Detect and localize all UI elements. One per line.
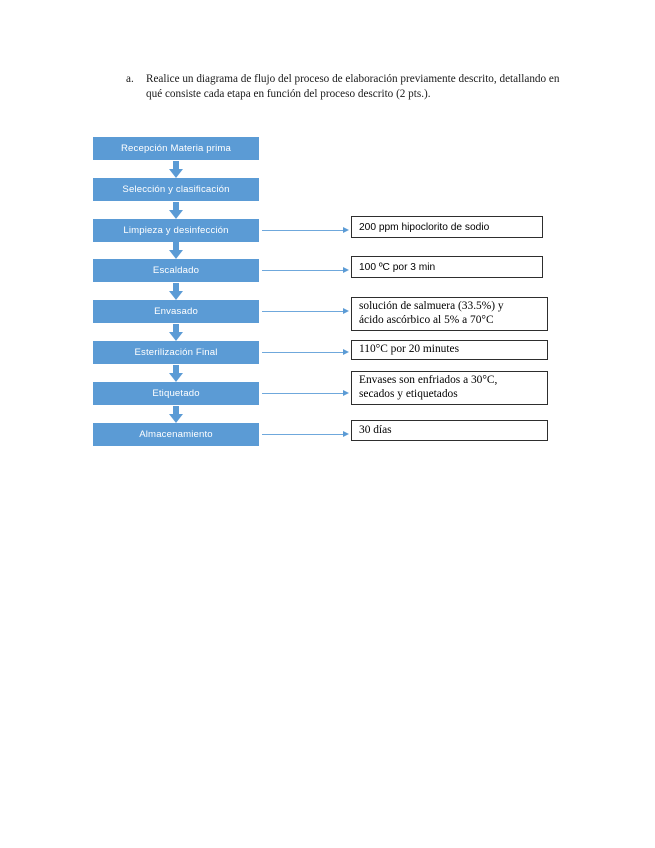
flow-node-label: Escaldado	[152, 265, 200, 276]
note-box-limpieza: 200 ppm hipoclorito de sodio	[351, 216, 543, 238]
connector-arrow-icon-escaldado	[262, 267, 349, 274]
arrow-down-icon	[169, 242, 183, 259]
arrow-down-icon	[169, 406, 183, 423]
note-line: solución de salmuera (33.5%) y	[359, 300, 504, 313]
flow-node-label: Esterilización Final	[134, 347, 218, 358]
flow-node-seleccion-y-clasificacion[interactable]: Selección y clasificación	[93, 178, 259, 201]
flow-node-label: Etiquetado	[152, 388, 200, 399]
arrow-down-icon	[169, 161, 183, 178]
flow-node-label: Selección y clasificación	[122, 184, 230, 195]
note-box-envasado: solución de salmuera (33.5%) y ácido asc…	[351, 297, 548, 331]
flow-node-etiquetado[interactable]: Etiquetado	[93, 382, 259, 405]
note-line: Envases son enfriados a 30°C,	[359, 374, 498, 387]
note-box-esterilizacion: 110°C por 20 minutes	[351, 340, 548, 360]
connector-arrow-icon-limpieza	[262, 227, 349, 234]
flow-node-label: Limpieza y desinfección	[123, 225, 229, 236]
arrow-down-icon	[169, 365, 183, 382]
note-line: 200 ppm hipoclorito de sodio	[359, 221, 490, 233]
arrow-down-icon	[169, 324, 183, 341]
note-line: 110°C por 20 minutes	[359, 343, 460, 356]
flow-node-label: Envasado	[154, 306, 198, 317]
note-line: ácido ascórbico al 5% a 70°C	[359, 314, 494, 326]
note-box-etiquetado: Envases son enfriados a 30°C, secados y …	[351, 371, 548, 405]
connector-arrow-icon-envasado	[262, 308, 349, 315]
note-line: secados y etiquetados	[359, 388, 458, 400]
flow-node-esterilizacion-final[interactable]: Esterilización Final	[93, 341, 259, 364]
arrow-down-icon	[169, 202, 183, 219]
flow-node-escaldado[interactable]: Escaldado	[93, 259, 259, 282]
flow-node-recepcion-materia-prima[interactable]: Recepción Materia prima	[93, 137, 259, 160]
flow-node-envasado[interactable]: Envasado	[93, 300, 259, 323]
arrow-down-icon	[169, 283, 183, 300]
note-line: 30 días	[359, 423, 392, 436]
question-list-marker: a.	[126, 73, 134, 85]
question-paragraph: a. Realice un diagrama de flujo del proc…	[126, 72, 578, 101]
question-text: Realice un diagrama de flujo del proceso…	[146, 73, 560, 100]
note-line: 100 ºC por 3 min	[359, 261, 436, 273]
connector-arrow-icon-almacenamiento	[262, 431, 349, 438]
flow-node-label: Recepción Materia prima	[120, 143, 232, 154]
connector-arrow-icon-esterilizacion	[262, 349, 349, 356]
note-box-almacenamiento: 30 días	[351, 420, 548, 441]
note-box-escaldado: 100 ºC por 3 min	[351, 256, 543, 278]
flow-node-almacenamiento[interactable]: Almacenamiento	[93, 423, 259, 446]
flow-node-label: Almacenamiento	[139, 429, 213, 440]
flow-node-limpieza-y-desinfeccion[interactable]: Limpieza y desinfección	[93, 219, 259, 242]
connector-arrow-icon-etiquetado	[262, 390, 349, 397]
